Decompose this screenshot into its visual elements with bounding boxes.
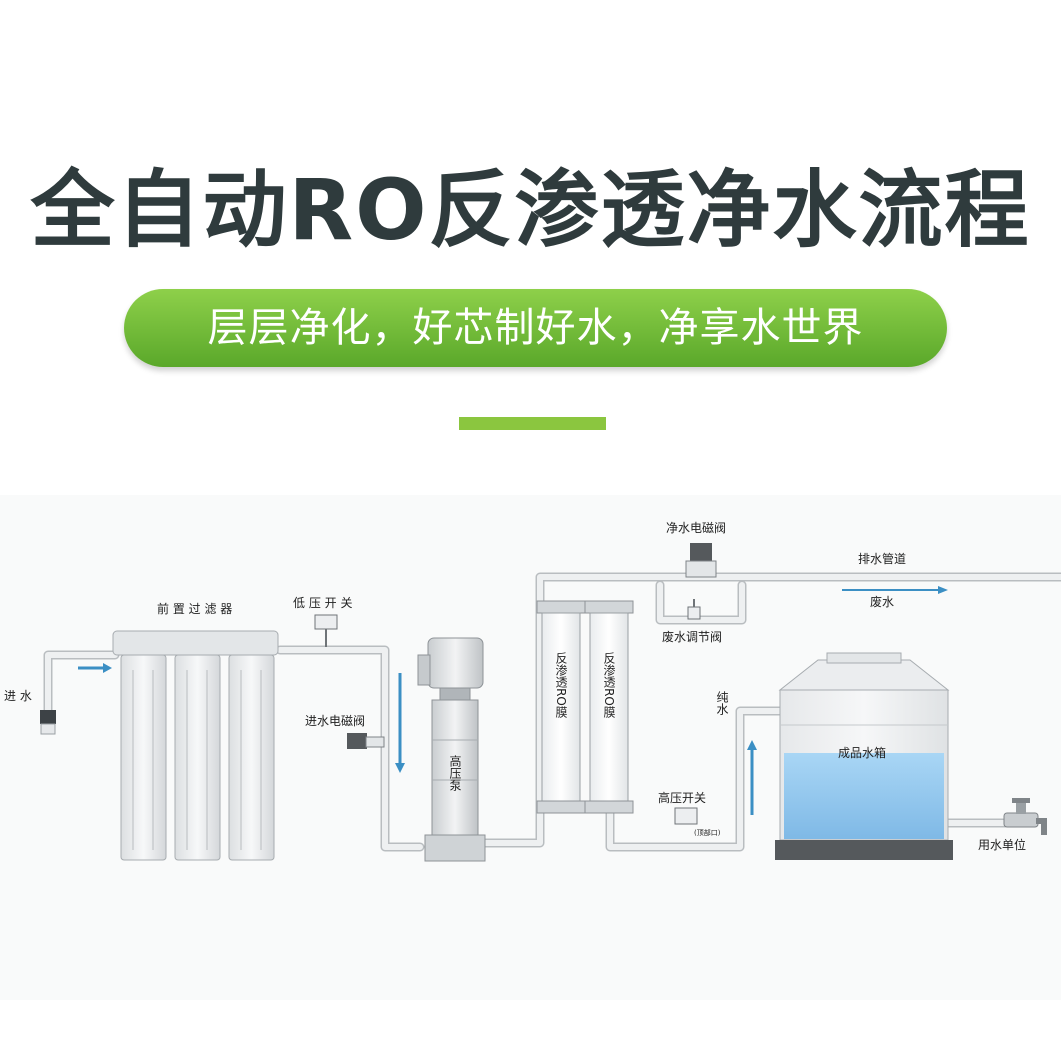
page-title: 全自动RO反渗透净水流程: [30, 161, 1031, 259]
waste-water-label: 废水: [870, 594, 894, 609]
low-pressure-switch-label: 低 压 开 关: [293, 596, 352, 610]
inlet: 进 水: [4, 663, 112, 735]
low-pressure-switch: 低 压 开 关: [293, 596, 352, 647]
pump-label: 高压泵: [448, 754, 462, 791]
top-port-tag: (顶部口): [694, 828, 721, 837]
pure-water-label: 纯水: [715, 691, 729, 715]
pre-filter-label: 前 置 过 滤 器: [157, 601, 232, 616]
filter-housing: [120, 654, 167, 861]
waste-valve-label: 废水调节阀: [662, 629, 722, 644]
waste-regulating-valve: 废水调节阀: [662, 599, 722, 644]
ro-membrane: 反渗透RO膜: [584, 600, 634, 814]
inlet-solenoid-valve: 进水电磁阀: [305, 713, 385, 749]
high-pressure-switch-label: 高压开关: [658, 790, 706, 805]
pre-filter-group: 前 置 过 滤 器: [112, 601, 279, 861]
pure-solenoid-label: 净水电磁阀: [666, 520, 726, 535]
pure-solenoid-valve: 净水电磁阀: [666, 520, 726, 578]
faucet: 用水单位: [978, 798, 1047, 852]
inlet-solenoid-label: 进水电磁阀: [305, 713, 365, 728]
accent-divider: [459, 417, 606, 430]
pipes: [43, 572, 1061, 852]
inlet-fitting: [40, 710, 56, 724]
filter-housing: [228, 654, 275, 861]
water-user-label: 用水单位: [978, 837, 1026, 852]
filter-housing: [174, 654, 221, 861]
inlet-label: 进 水: [4, 689, 32, 703]
drain-pipe-label: 排水管道: [858, 551, 906, 566]
tank-water-level: [784, 753, 944, 839]
high-pressure-switch: 高压开关 (顶部口): [658, 790, 721, 837]
high-pressure-pump: 高压泵: [417, 637, 486, 862]
ro-membrane-2-label: 反渗透RO膜: [602, 652, 616, 719]
subtitle-banner: 层层净化，好芯制好水，净享水世界: [124, 289, 947, 367]
ro-process-diagram: 进 水 前 置 过 滤 器 低 压 开 关 进水电磁阀: [0, 495, 1061, 1000]
product-water-tank: 成品水箱: [775, 652, 953, 860]
ro-membrane: 反渗透RO膜: [536, 600, 586, 814]
ro-membrane-1-label: 反渗透RO膜: [554, 652, 568, 719]
tank-label: 成品水箱: [838, 745, 886, 760]
